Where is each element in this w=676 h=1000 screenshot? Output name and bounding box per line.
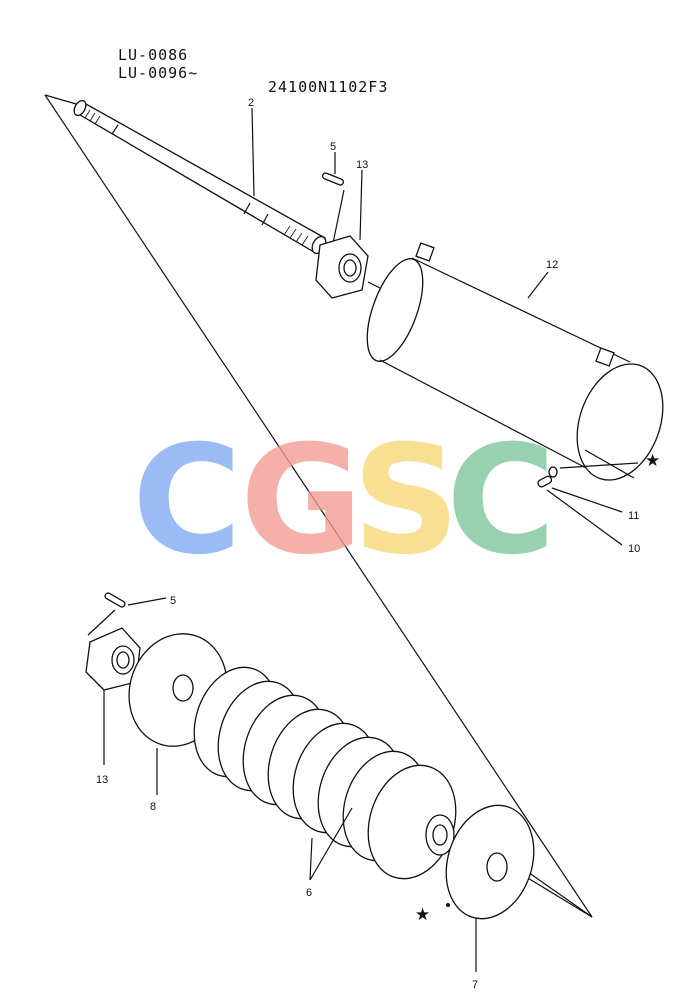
callout-7: 7 bbox=[472, 979, 478, 991]
callout-2: 2 bbox=[248, 97, 254, 109]
watermark-letter-4: C bbox=[446, 414, 556, 588]
cover-cylinder bbox=[366, 242, 664, 481]
pin-top bbox=[321, 172, 345, 186]
callout-5-bottom: 5 bbox=[170, 595, 176, 607]
watermark-letter-1: C bbox=[132, 414, 242, 588]
callout-12: 12 bbox=[546, 259, 558, 271]
leader-shaft bbox=[251, 107, 255, 197]
callout-6: 6 bbox=[306, 887, 312, 899]
spring-stack bbox=[193, 666, 457, 880]
part-number: 24100N1102F3 bbox=[268, 78, 389, 96]
callout-13-bottom: 13 bbox=[96, 774, 108, 786]
star-marker-bottom: ★ bbox=[415, 905, 430, 925]
model-line-2: LU-0096~ bbox=[118, 64, 199, 82]
leader-star-top bbox=[559, 462, 639, 469]
watermark-letter-3: S bbox=[352, 414, 460, 588]
washer bbox=[548, 466, 558, 478]
nut-top bbox=[315, 235, 381, 299]
callout-10: 10 bbox=[628, 543, 640, 555]
leader-washer bbox=[584, 449, 635, 479]
leader-cover bbox=[527, 271, 549, 299]
pin-bottom bbox=[104, 592, 126, 608]
leader-washer-label bbox=[551, 487, 623, 513]
leader-pin-to-nut bbox=[332, 189, 345, 244]
model-line-1: LU-0086 bbox=[118, 46, 189, 64]
callout-13-top: 13 bbox=[356, 159, 368, 171]
watermark: C G S C bbox=[132, 414, 556, 588]
leader-bolt-label bbox=[546, 489, 623, 546]
leader-spring-2 bbox=[309, 807, 353, 881]
shaft bbox=[73, 99, 327, 255]
guide-line-main bbox=[44, 94, 593, 918]
leader-pin-to-nut-bottom bbox=[87, 609, 116, 636]
leader-nut-top bbox=[359, 169, 363, 241]
nut-bottom bbox=[85, 627, 141, 691]
guide-line-end-2 bbox=[524, 869, 593, 918]
leader-spring-1 bbox=[309, 837, 313, 881]
leader-pin-bottom bbox=[127, 597, 167, 606]
star-marker-top: ★ bbox=[645, 451, 660, 471]
end-plate bbox=[445, 804, 535, 920]
callout-11: 11 bbox=[628, 510, 639, 522]
callout-8: 8 bbox=[150, 801, 156, 813]
bolt bbox=[537, 475, 553, 488]
callout-5-top: 5 bbox=[330, 141, 336, 153]
watermark-letter-2: G bbox=[240, 414, 363, 588]
